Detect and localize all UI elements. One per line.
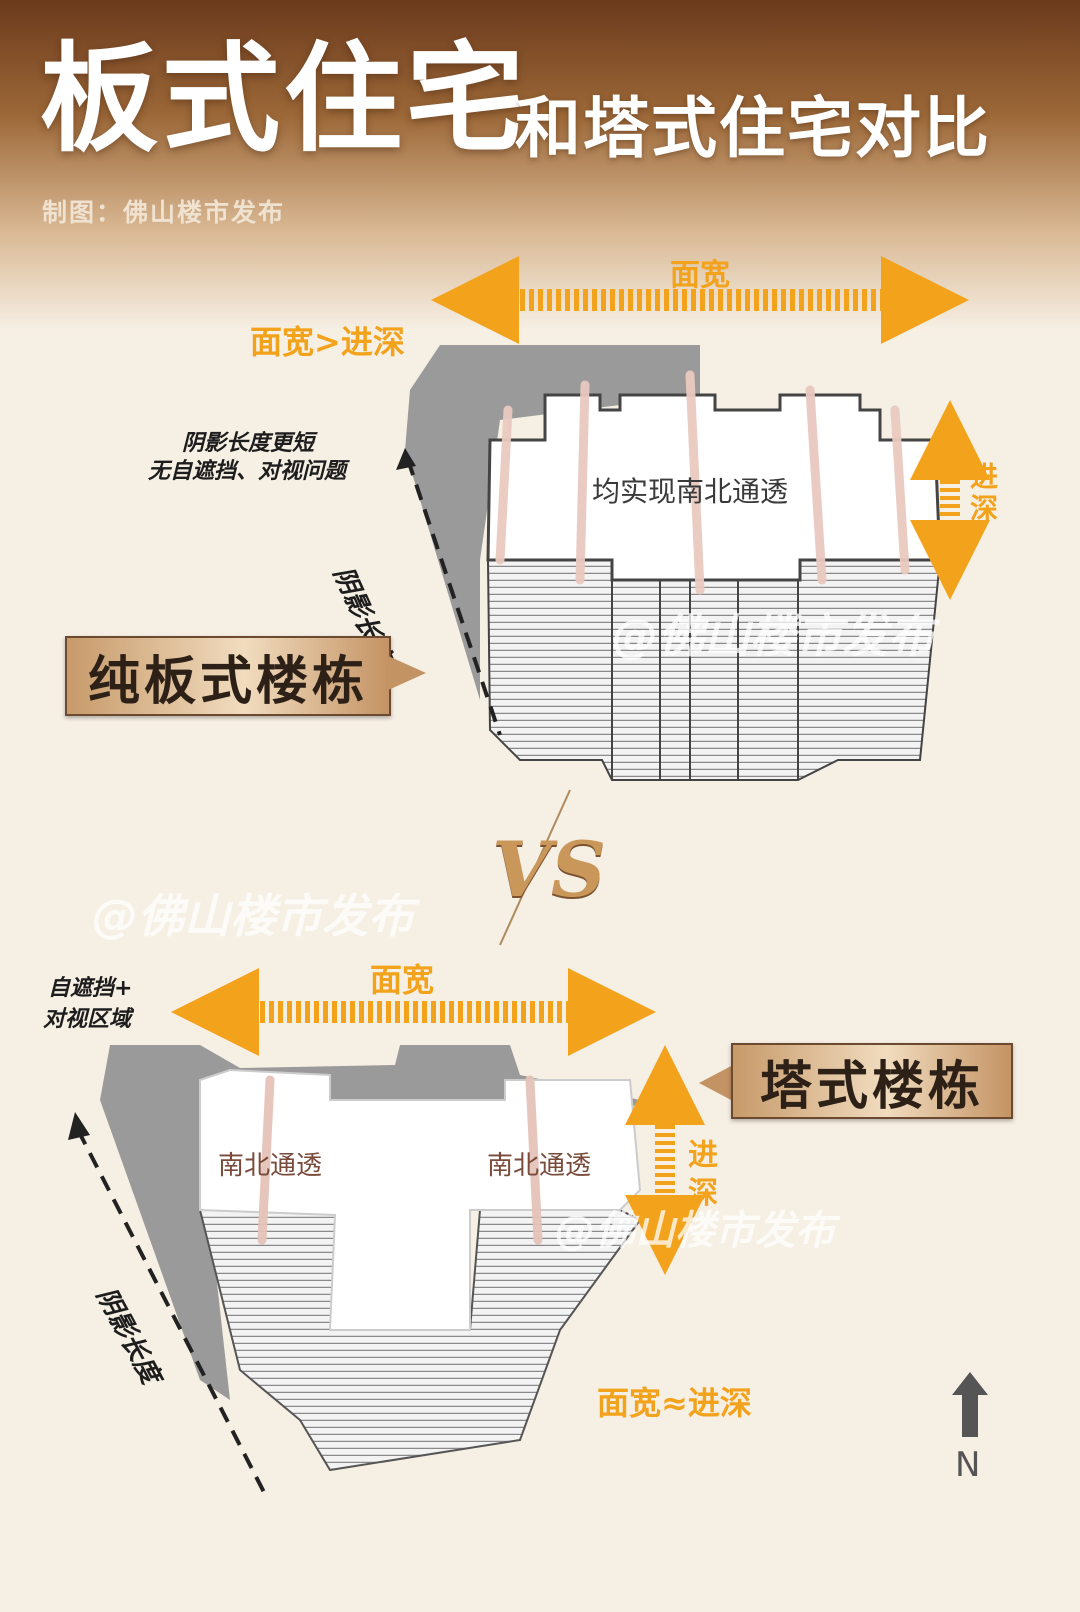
top-building-type-label: 纯板式楼栋: [65, 636, 391, 716]
north-arrow-icon: [952, 1372, 988, 1437]
page-subtitle: 和塔式住宅对比: [515, 89, 991, 167]
bottom-self-block-line1: 自遮挡+: [48, 976, 133, 1001]
bottom-depth-label-2: 深: [688, 1176, 718, 1211]
top-ratio-label: 面宽>进深: [250, 323, 405, 361]
top-label-pointer: [386, 655, 426, 691]
bottom-width-label: 面宽: [370, 961, 435, 999]
bottom-shadow-length-line: [76, 1129, 270, 1501]
top-building-roof: [486, 393, 942, 582]
vs-label: VS: [492, 825, 606, 914]
top-depth-label-1: 进: [970, 460, 999, 493]
compass-label: N: [955, 1445, 981, 1485]
vs-divider-line: [499, 789, 571, 946]
bottom-watermark: @佛山楼市发布: [555, 1208, 835, 1254]
middle-watermark: @佛山楼市发布: [92, 889, 414, 943]
bottom-ventilation-right: 南北通透: [487, 1151, 592, 1181]
top-width-label: 面宽: [670, 258, 730, 293]
top-depth-label-2: 深: [970, 492, 999, 525]
top-watermark: @佛山楼市发布: [612, 609, 934, 663]
bottom-label-pointer: [699, 1065, 733, 1101]
bottom-depth-label-1: 进: [688, 1138, 718, 1173]
bottom-self-block-line2: 对视区域: [43, 1007, 132, 1032]
bottom-ventilation-left: 南北通透: [218, 1151, 323, 1181]
top-shadow-length-line: [406, 459, 502, 736]
page-title: 板式住宅: [40, 29, 529, 168]
top-shadow-note-line1: 阴影长度更短: [182, 431, 315, 456]
credit-line: 制图：佛山楼市发布: [42, 198, 286, 227]
top-shadow: [405, 345, 700, 700]
top-ventilation-label: 均实现南北通透: [592, 475, 789, 508]
top-shadow-note-line2: 无自遮挡、对视问题: [148, 459, 347, 484]
top-building-facade: [486, 559, 942, 781]
bottom-building-type-label: 塔式楼栋: [731, 1043, 1013, 1119]
bottom-ratio-label: 面宽≈进深: [597, 1384, 752, 1422]
